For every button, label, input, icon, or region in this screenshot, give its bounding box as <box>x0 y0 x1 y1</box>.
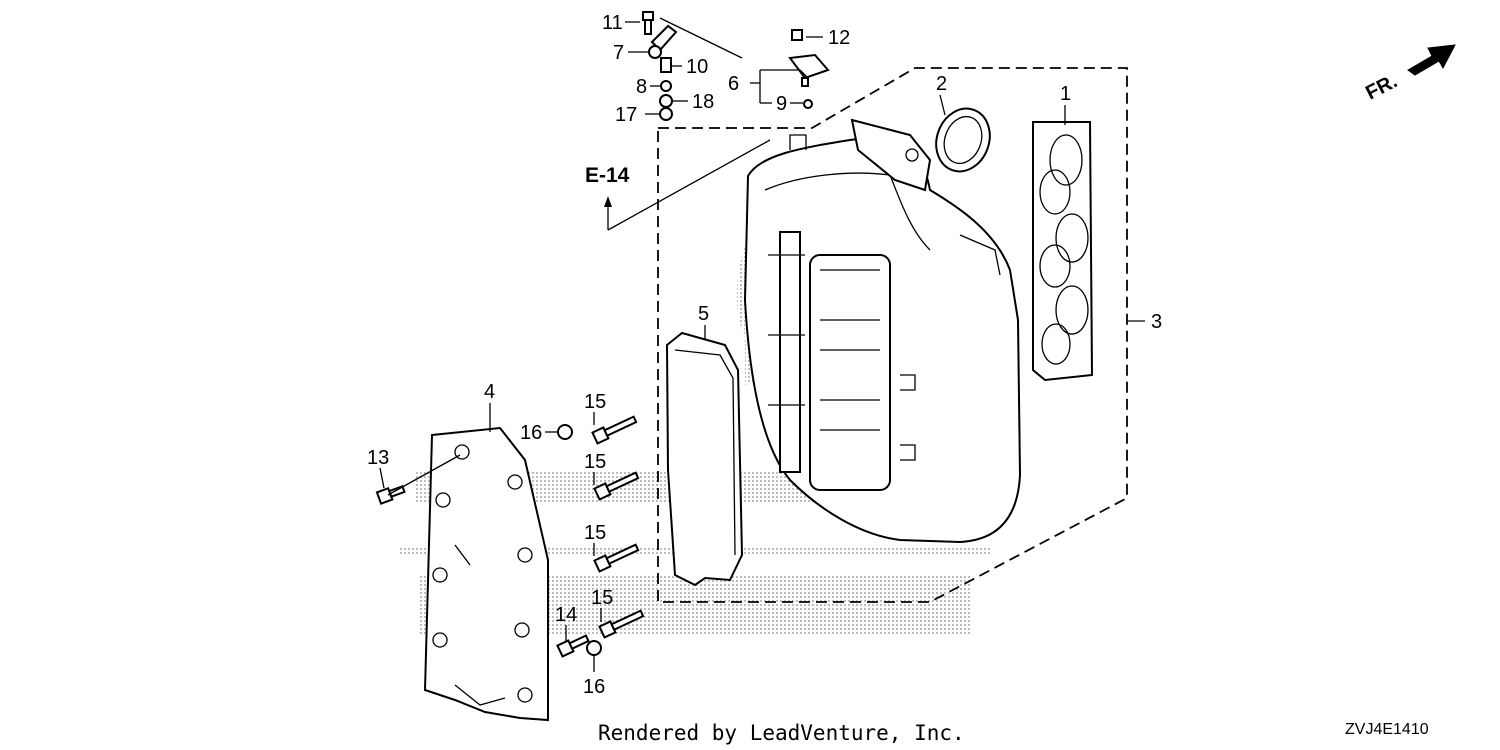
callout-7: 7 <box>613 42 624 64</box>
front-direction-label: FR. <box>1362 70 1401 104</box>
intake-manifold <box>743 118 1022 544</box>
callouts: 11 7 10 8 18 17 12 6 9 2 1 3 5 4 15 16 1… <box>367 12 1162 698</box>
callout-12: 12 <box>828 27 850 49</box>
callout-10: 10 <box>686 56 708 78</box>
callout-2: 2 <box>936 73 947 95</box>
callout-11: 11 <box>602 12 623 34</box>
callout-5: 5 <box>698 303 709 325</box>
callout-6: 6 <box>728 73 739 95</box>
ring-seal <box>935 107 991 173</box>
front-direction-arrow: FR. <box>1362 44 1456 104</box>
reference-label: E-14 <box>585 164 630 187</box>
cover-plate <box>423 426 549 722</box>
small-parts <box>642 11 830 121</box>
callout-9: 9 <box>776 93 787 115</box>
callout-15a: 15 <box>584 391 606 413</box>
callout-1: 1 <box>1060 83 1071 105</box>
callout-13: 13 <box>367 447 389 469</box>
callout-17: 17 <box>615 104 637 126</box>
diagram-code: ZVJ4E1410 <box>1345 721 1429 738</box>
assembly-boundary <box>657 67 1128 603</box>
callout-18: 18 <box>692 91 714 113</box>
callout-16b: 16 <box>583 676 605 698</box>
credit-text: Rendered by LeadVenture, Inc. <box>598 721 965 745</box>
bolts <box>375 415 645 658</box>
callout-14: 14 <box>555 604 577 626</box>
leader-lines <box>379 17 1145 672</box>
callout-15c: 15 <box>584 522 606 544</box>
callout-15b: 15 <box>584 451 606 473</box>
callout-4: 4 <box>484 381 495 403</box>
callout-16a: 16 <box>520 422 542 444</box>
manifold-gasket <box>1032 121 1094 382</box>
callout-8: 8 <box>636 76 647 98</box>
cover-gasket <box>665 331 744 587</box>
callout-3: 3 <box>1151 311 1162 333</box>
callout-15d: 15 <box>591 587 613 609</box>
